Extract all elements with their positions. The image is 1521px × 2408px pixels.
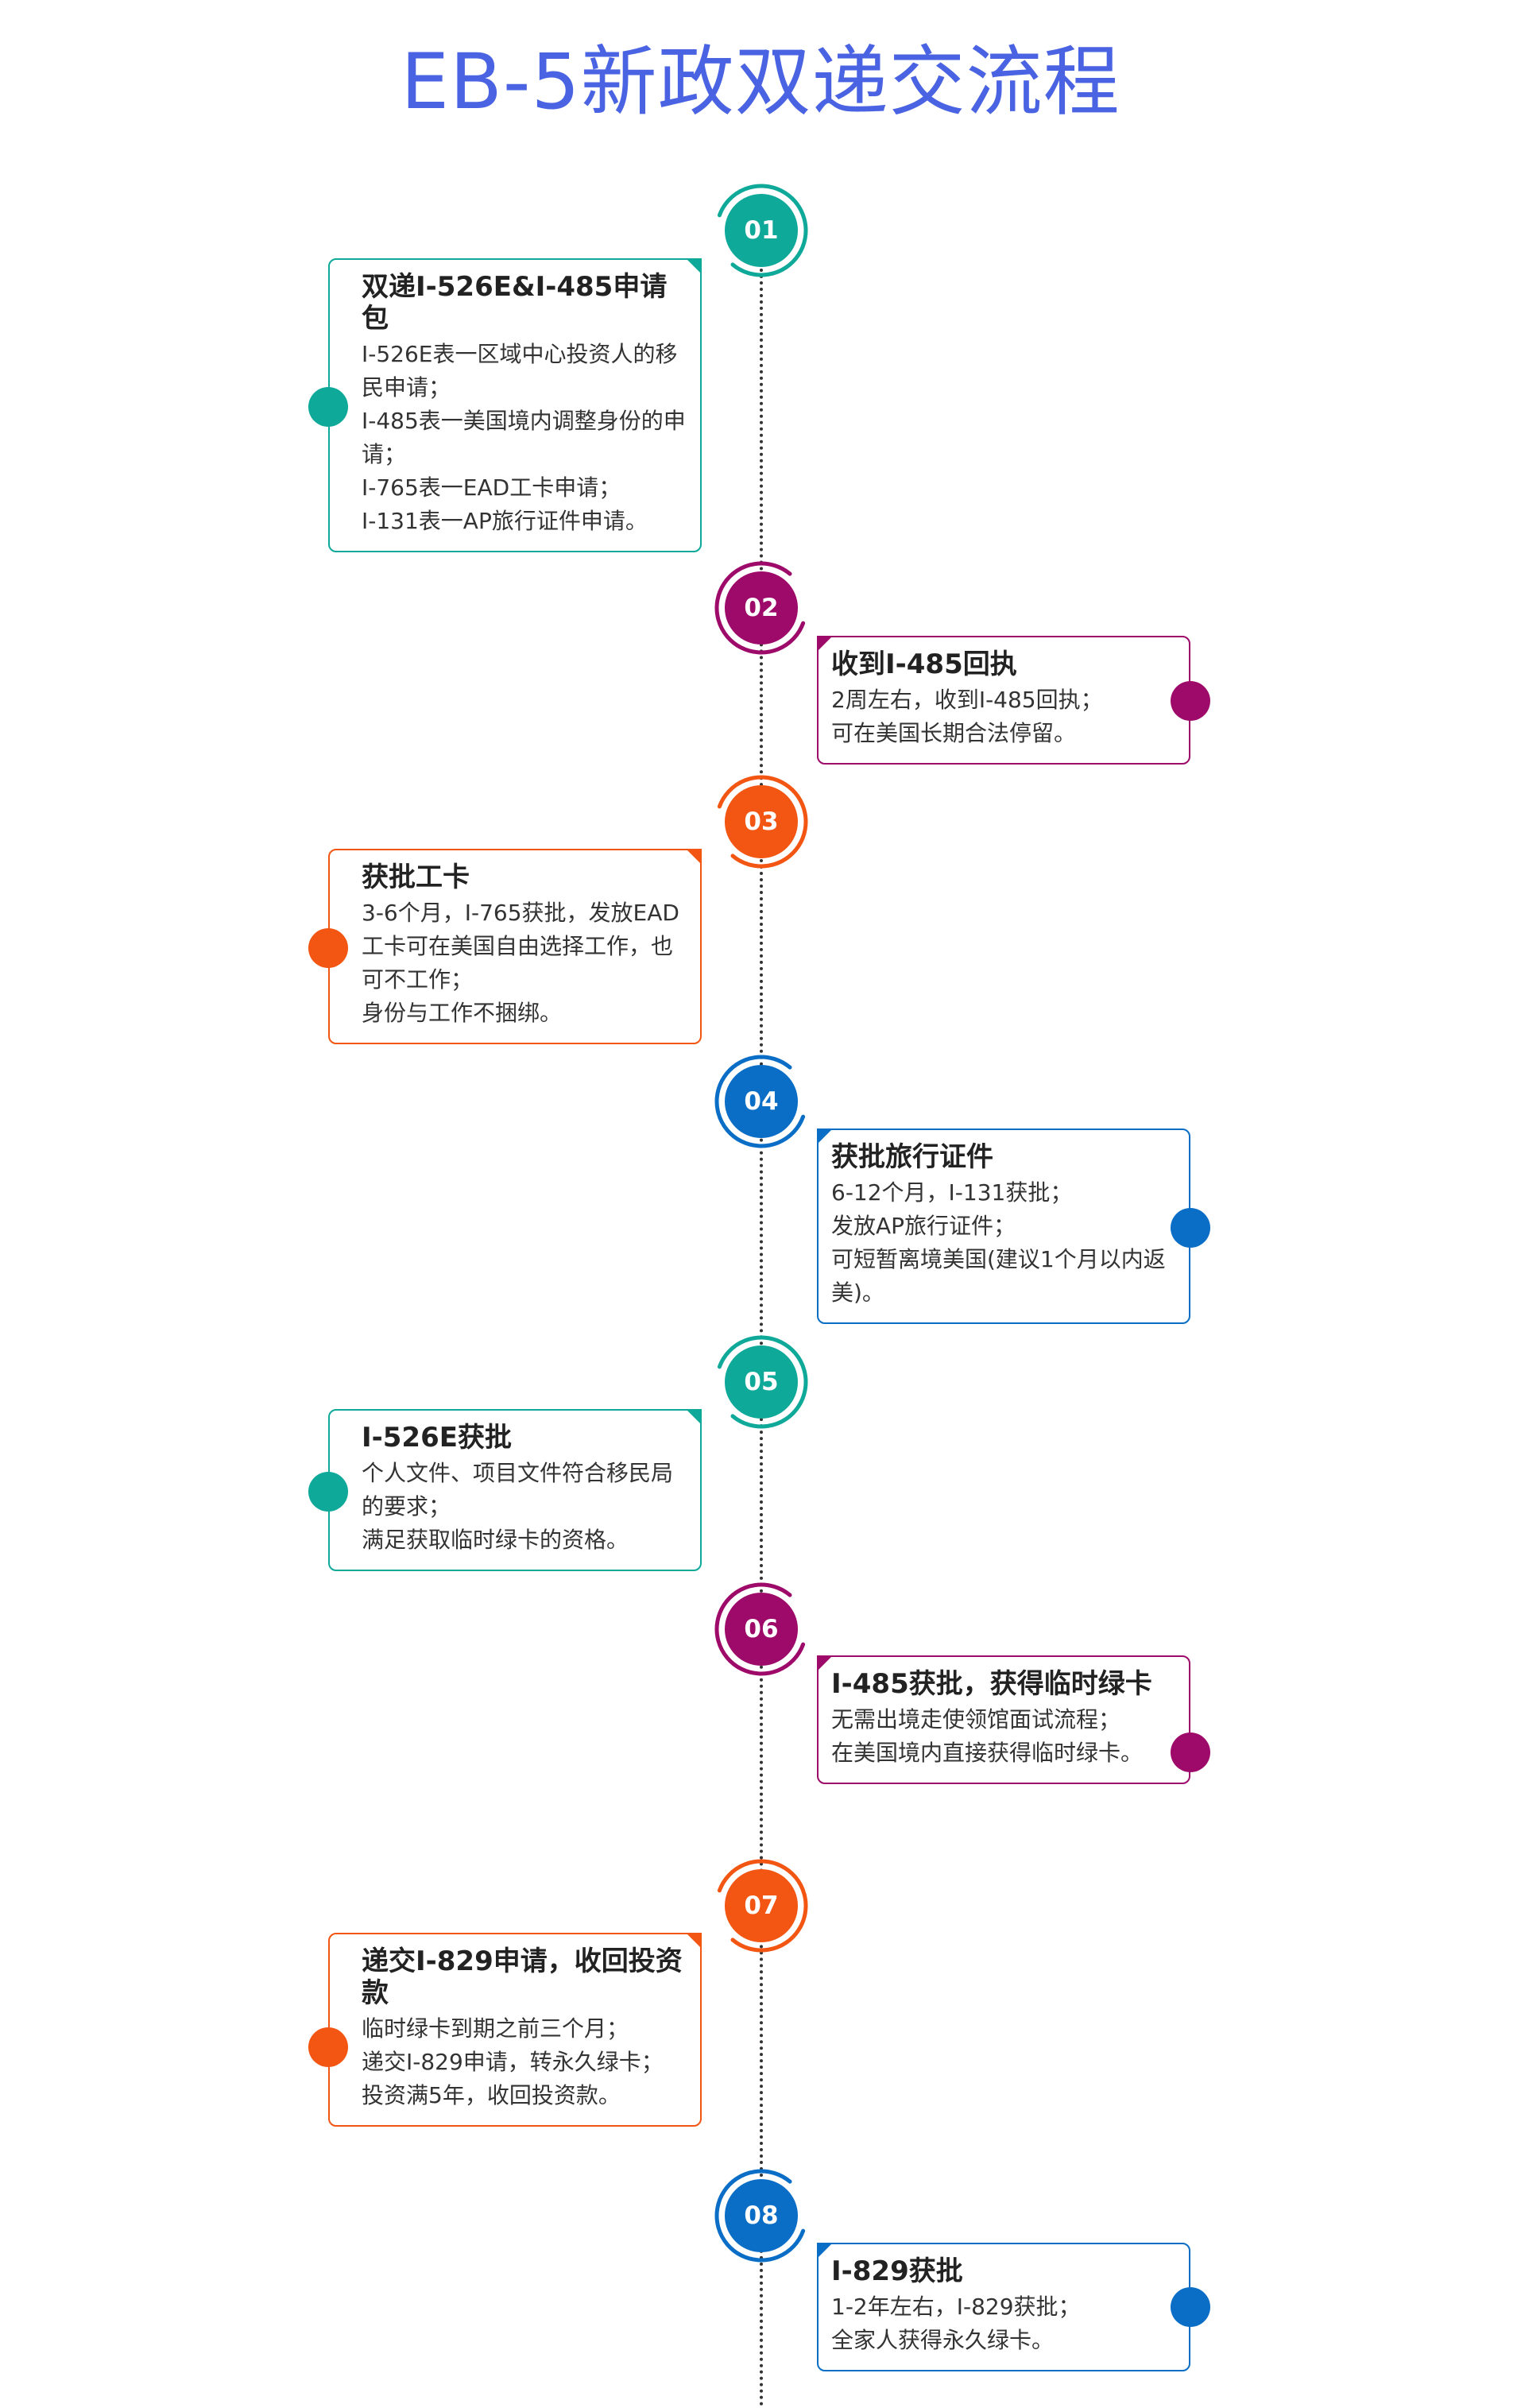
page-title: EB-5新政双递交流程 (401, 37, 1120, 126)
badge-ring-icon (717, 184, 808, 277)
step-description-line: 1-2年左右，I-829获批； (831, 2294, 1081, 2320)
step-title: 收到I-485回执 (831, 648, 1017, 680)
step-description-line: 投资满5年，收回投资款。 (362, 2082, 621, 2108)
badge-ring-icon (714, 1055, 806, 1148)
step-dot-icon (1171, 1732, 1210, 1772)
step-title: 递交I-829申请，收回投资款 (362, 1945, 683, 2009)
step-description-line: 6-12个月，I-131获批； (831, 1179, 1073, 1206)
step-number-badge: 02 (712, 559, 811, 657)
step-number-badge: 05 (712, 1333, 811, 1431)
step-card: 递交I-829申请，收回投资款临时绿卡到期之前三个月； 递交I-829申请，转永久… (328, 1933, 702, 2127)
step-number-badge: 06 (712, 1580, 811, 1678)
step-dot-icon (308, 2027, 348, 2067)
step-description-line: I-526E表一区域中心投资人的移民申请； (362, 341, 678, 401)
badge-ring-icon (714, 561, 806, 655)
step-number: 08 (725, 2179, 798, 2252)
step-description-line: 无需出境走使领馆面试流程； (831, 1706, 1121, 1732)
card-corner-pointer (817, 1655, 833, 1671)
step-number-badge: 07 (712, 1856, 811, 1955)
card-corner-pointer (686, 1933, 702, 1949)
step-description: 2周左右，收到I-485回执； 可在美国长期合法停留。 (831, 683, 1178, 750)
step-description-line: 递交I-829申请，转永久绿卡； (362, 2049, 664, 2075)
step-description-line: I-485表一美国境内调整身份的申请； (362, 408, 686, 467)
step-number: 01 (725, 194, 798, 267)
card-corner-pointer (686, 1409, 702, 1425)
step-title: 获批旅行证件 (831, 1141, 993, 1173)
step-title: I-526E获批 (362, 1422, 512, 1454)
card-corner-pointer (817, 2243, 833, 2259)
step-number-badge: 03 (712, 772, 811, 871)
step-title: 双递I-526E&I-485申请包 (362, 271, 668, 335)
step-card: 收到I-485回执 2周左右，收到I-485回执； 可在美国长期合法停留。 (817, 636, 1190, 765)
step-number: 04 (725, 1065, 798, 1138)
step-title: 获批工卡 (362, 861, 470, 893)
step-description-line: 3-6个月，I-765获批，发放EAD工卡可在美国自由选择工作，也可不工作； (362, 900, 679, 993)
step-description-line: 身份与工作不捆绑。 (362, 1000, 563, 1026)
step-card: 获批旅行证件 6-12个月，I-131获批； 发放AP旅行证件； 可短暂离境美国(建议… (817, 1129, 1190, 1324)
step-description-line: I-765表一EAD工卡申请； (362, 474, 621, 501)
step-description-line: 临时绿卡到期之前三个月； (362, 2015, 629, 2042)
step-description: 6-12个月，I-131获批； 发放AP旅行证件； 可短暂离境美国(建议1个月以内返… (831, 1176, 1178, 1310)
step-description: 3-6个月，I-765获批，发放EAD工卡可在美国自由选择工作，也可不工作； 身份… (362, 896, 689, 1030)
badge-ring-icon (717, 1859, 808, 1953)
card-corner-pointer (817, 636, 833, 652)
badge-ring-icon (714, 1582, 806, 1676)
step-description-line: 满足获取临时绿卡的资格。 (362, 1527, 629, 1553)
step-description-line: 可短暂离境美国(建议1个月以内返美)。 (831, 1246, 1166, 1306)
step-description: I-526E表一区域中心投资人的移民申请； I-485表一美国境内调整身份的申请；… (362, 338, 689, 538)
step-description-line: 2周左右，收到I-485回执； (831, 687, 1103, 713)
step-dot-icon (308, 1472, 348, 1512)
step-description: 无需出境走使领馆面试流程； 在美国境内直接获得临时绿卡。 (831, 1703, 1178, 1770)
badge-ring-icon (714, 2169, 806, 2263)
step-title: I-829获批 (831, 2255, 963, 2287)
step-dot-icon (1171, 681, 1210, 721)
step-description-line: 可在美国长期合法停留。 (831, 720, 1077, 746)
step-card: I-485获批，获得临时绿卡无需出境走使领馆面试流程； 在美国境内直接获得临时绿卡… (817, 1655, 1190, 1784)
card-corner-pointer (686, 849, 702, 865)
step-description-line: 发放AP旅行证件； (831, 1213, 1016, 1239)
step-number: 06 (725, 1593, 798, 1666)
card-corner-pointer (686, 258, 702, 274)
step-number-badge: 04 (712, 1052, 811, 1151)
step-dot-icon (308, 928, 348, 968)
step-number-badge: 01 (712, 181, 811, 280)
step-dot-icon (1171, 1208, 1210, 1248)
timeline-line (760, 262, 763, 2408)
badge-ring-icon (717, 775, 808, 869)
step-description-line: 个人文件、项目文件符合移民局的要求； (362, 1460, 674, 1520)
step-number: 07 (725, 1869, 798, 1942)
step-number-badge: 08 (712, 2166, 811, 2265)
badge-ring-icon (717, 1335, 808, 1429)
step-dot-icon (308, 387, 348, 427)
step-description: 临时绿卡到期之前三个月； 递交I-829申请，转永久绿卡； 投资满5年，收回投资款。 (362, 2012, 689, 2112)
step-card: I-526E获批个人文件、项目文件符合移民局的要求； 满足获取临时绿卡的资格。 (328, 1409, 702, 1571)
step-number: 03 (725, 785, 798, 858)
step-description: 1-2年左右，I-829获批； 全家人获得永久绿卡。 (831, 2290, 1178, 2357)
step-card: I-829获批 1-2年左右，I-829获批； 全家人获得永久绿卡。 (817, 2243, 1190, 2371)
step-number: 02 (725, 571, 798, 645)
step-description: 个人文件、项目文件符合移民局的要求； 满足获取临时绿卡的资格。 (362, 1457, 689, 1557)
step-description-line: 在美国境内直接获得临时绿卡。 (831, 1740, 1144, 1766)
step-description-line: I-131表一AP旅行证件申请。 (362, 508, 648, 534)
step-number: 05 (725, 1345, 798, 1419)
step-title: I-485获批，获得临时绿卡 (831, 1668, 1152, 1700)
step-description-line: 全家人获得永久绿卡。 (831, 2327, 1055, 2353)
step-dot-icon (1171, 2287, 1210, 2327)
card-corner-pointer (817, 1129, 833, 1144)
